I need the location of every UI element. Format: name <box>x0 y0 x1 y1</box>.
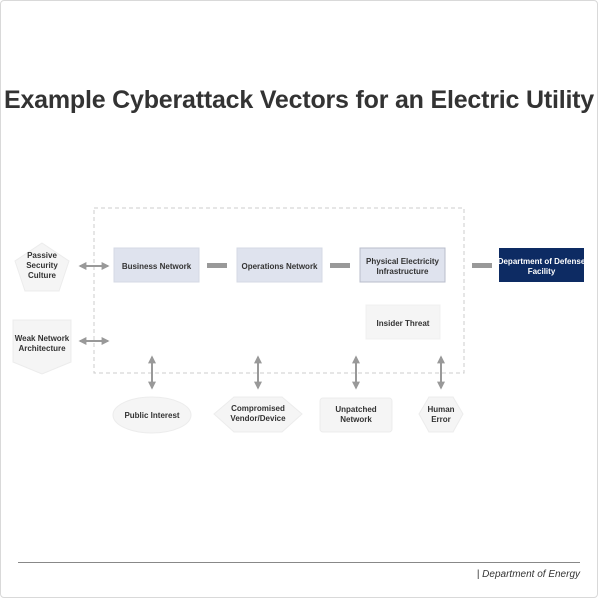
unpatched-network-node: Unpatched Network <box>319 397 393 433</box>
physical-infrastructure-node: Physical Electricity Infrastructure <box>359 247 446 283</box>
dod-facility-node: Department of Defense Facility <box>498 248 586 282</box>
human-error-label-line1: Human <box>427 405 454 414</box>
passive-security-label-line1: Passive <box>27 251 57 260</box>
dod-facility-label-line1: Department of Defense <box>498 257 586 266</box>
operations-network-label: Operations Network <box>241 262 318 271</box>
public-interest-label: Public Interest <box>124 411 179 420</box>
compromised-vendor-label-line1: Compromised <box>231 404 285 413</box>
passive-security-culture-node: Passive Security Culture <box>14 242 70 292</box>
source-credit: | Department of Energy <box>476 569 580 580</box>
compromised-vendor-node: Compromised Vendor/Device <box>213 396 303 433</box>
unpatched-network-label-line2: Network <box>340 415 372 424</box>
insider-threat-label: Insider Threat <box>377 319 430 328</box>
public-interest-node: Public Interest <box>112 396 192 434</box>
business-network-label: Business Network <box>122 262 192 271</box>
passive-security-label-line3: Culture <box>28 271 57 280</box>
connector-business-operations <box>207 263 227 268</box>
passive-security-label-line2: Security <box>26 261 58 270</box>
connector-operations-physical <box>330 263 350 268</box>
weak-network-label-line2: Architecture <box>18 344 66 353</box>
physical-infrastructure-label-line1: Physical Electricity <box>366 257 439 266</box>
physical-infrastructure-label-line2: Infrastructure <box>376 267 429 276</box>
weak-network-architecture-node: Weak Network Architecture <box>12 319 72 375</box>
connector-physical-dod <box>472 263 492 268</box>
footer-divider <box>18 562 580 563</box>
human-error-node: Human Error <box>418 396 464 433</box>
dod-facility-label-line2: Facility <box>528 267 556 276</box>
compromised-vendor-label-line2: Vendor/Device <box>230 414 286 423</box>
human-error-label-line2: Error <box>431 415 451 424</box>
operations-network-node: Operations Network <box>236 247 323 283</box>
unpatched-network-label-line1: Unpatched <box>335 405 376 414</box>
weak-network-label-line1: Weak Network <box>15 334 70 343</box>
utility-boundary <box>93 207 465 374</box>
business-network-node: Business Network <box>113 247 200 283</box>
insider-threat-node: Insider Threat <box>365 304 441 340</box>
diagram-title: Example Cyberattack Vectors for an Elect… <box>3 86 595 114</box>
